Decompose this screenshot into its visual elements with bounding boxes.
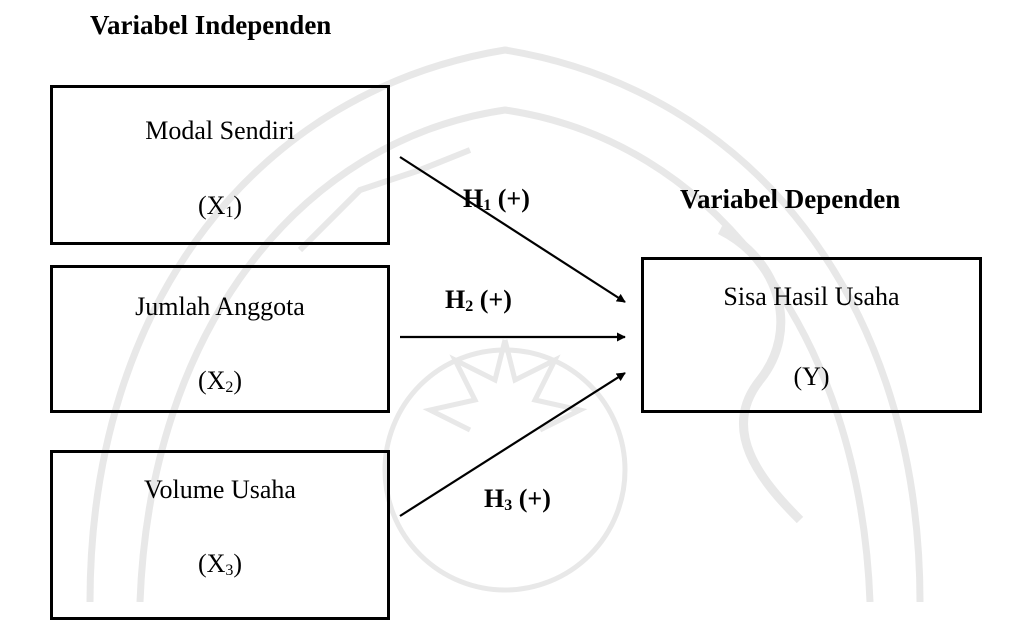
variable-code: (Y) <box>793 362 830 391</box>
hypothesis-label-h3: H3 (+) <box>484 484 551 514</box>
variable-name: Sisa Hasil Usaha <box>723 282 900 311</box>
variable-name: Modal Sendiri <box>145 116 295 145</box>
hypothesis-label-h2: H2 (+) <box>445 285 512 315</box>
variable-box-modal-sendiri: Modal Sendiri (X1) <box>50 85 390 245</box>
arrow-h1 <box>399 156 626 303</box>
watermark-seal <box>86 46 924 602</box>
arrows-layer <box>399 156 626 517</box>
variable-box-sisa-hasil-usaha: Sisa Hasil Usaha (Y) <box>641 257 982 413</box>
independent-heading: Variabel Independen <box>90 10 332 40</box>
variable-code: (X2) <box>197 366 243 396</box>
arrow-h3 <box>399 372 626 517</box>
variable-name: Jumlah Anggota <box>135 292 305 321</box>
variable-code: (X3) <box>197 549 243 579</box>
variable-code: (X1) <box>197 191 243 221</box>
hypothesis-label-h1: H1 (+) <box>463 184 530 214</box>
dependent-heading: Variabel Dependen <box>680 184 901 214</box>
variable-box-jumlah-anggota: Jumlah Anggota (X2) <box>50 265 390 413</box>
variable-name: Volume Usaha <box>144 475 296 504</box>
